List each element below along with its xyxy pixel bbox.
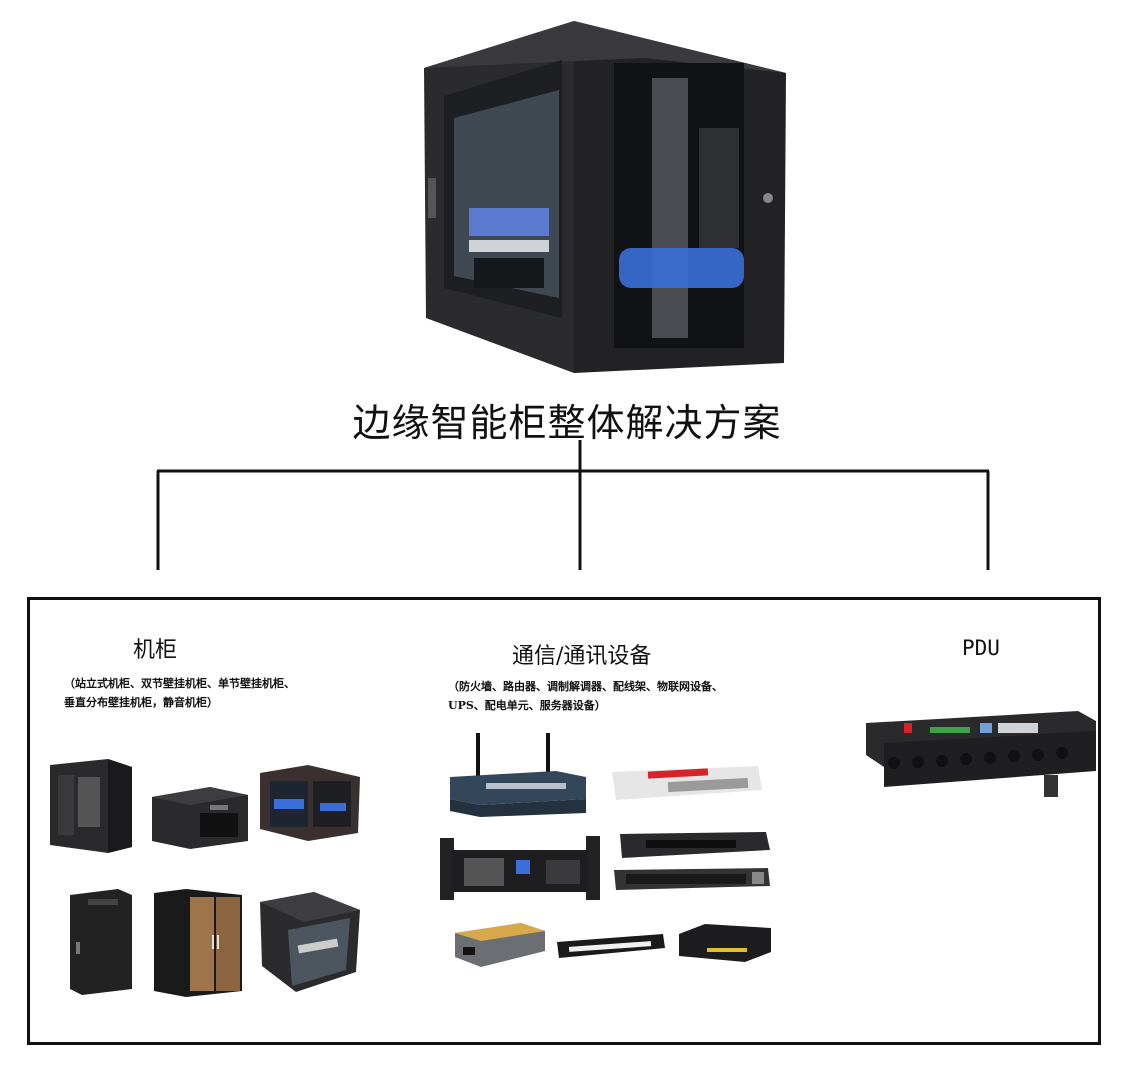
single-wall-cabinet [260,892,360,992]
standing-cabinet [50,759,132,853]
main-title: 边缘智能柜整体解决方案 [352,401,782,445]
media-converter [455,923,545,967]
cabinet-title: 机柜 [133,638,178,663]
vertical-wall-cabinet [70,889,132,995]
comm-subtitle-line1: （防火墙、路由器、调制解调器、配线架、物联网设备、 [448,680,723,693]
comm-subtitle-line2: UPS、配电单元、服务器设备） [448,699,606,712]
double-wall-cabinet [152,787,248,849]
pdu-title: PDU [962,636,1000,660]
cabinet-subtitle-line1: （站立式机柜、双节壁挂机柜、单节壁挂机柜、 [64,677,295,690]
open-wall-cabinet [260,765,360,841]
edge-cabinet-photo [424,21,786,373]
pdu-strip [866,711,1096,797]
router [450,733,586,817]
cabinet-subtitle: （站立式机柜、双节壁挂机柜、单节壁挂机柜、 垂直分布壁挂机柜，静音机柜） [64,674,295,712]
ups [440,836,600,900]
switch [620,832,770,858]
comm-title: 通信/通讯设备 [512,644,652,669]
comm-subtitle: （防火墙、路由器、调制解调器、配线架、物联网设备、 UPS、配电单元、服务器设备… [448,677,723,715]
wood-silent-cabinet [154,889,242,997]
cabinet-subtitle-line2: 垂直分布壁挂机柜，静音机柜） [64,696,218,709]
firewall [612,766,762,800]
patch-panel [557,934,665,958]
solution-panel [27,597,1101,1045]
server [614,868,770,890]
modem [679,924,771,962]
